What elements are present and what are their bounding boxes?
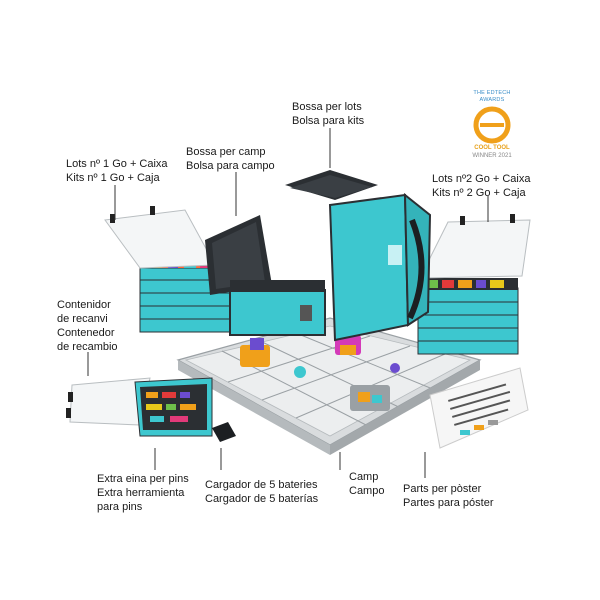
award-logo xyxy=(473,106,511,144)
label-pin-tool-3: para pins xyxy=(97,501,143,513)
pin-tool xyxy=(212,422,236,442)
label-poster-es: Partes para póster xyxy=(403,497,494,509)
award-line2: AWARDS xyxy=(479,97,505,103)
label-bag-kits-ca: Bossa per lots xyxy=(292,101,362,113)
award-line4: WINNER 2021 xyxy=(472,153,512,159)
label-spare-3: Contenedor xyxy=(57,327,115,339)
label-kits2-es: Kits nº 2 Go + Caja xyxy=(432,187,526,199)
label-kits2-ca: Lots nº2 Go + Caixa xyxy=(432,173,531,185)
spare-container xyxy=(66,377,213,437)
label-charger-es: Cargador de 5 baterías xyxy=(205,493,319,505)
label-spare: Contenidor de recanvi Contenedor de reca… xyxy=(57,298,118,354)
label-bag-field: Bossa per camp Bolsa para campo xyxy=(186,145,275,173)
label-field-es: Campo xyxy=(349,485,385,497)
award-line3: COOL TOOL xyxy=(474,145,510,151)
field-bag xyxy=(205,215,326,336)
label-spare-4: de recambio xyxy=(57,341,118,353)
leader-lines xyxy=(87,128,489,478)
label-spare-2: de recanvi xyxy=(57,313,108,325)
kit-stack-right xyxy=(417,214,531,355)
label-spare-1: Contenidor xyxy=(57,299,111,311)
label-bag-kits-es: Bolsa para kits xyxy=(292,115,365,127)
label-field: Camp Campo xyxy=(349,470,384,498)
label-poster-ca: Parts per pòster xyxy=(403,483,482,495)
label-charger: Cargador de 5 bateries Cargador de 5 bat… xyxy=(205,478,318,506)
kit-stack-left xyxy=(104,206,231,333)
label-bag-field-ca: Bossa per camp xyxy=(186,146,266,158)
award-badge: THE EDTECH AWARDS COOL TOOL WINNER 2021 xyxy=(452,90,532,170)
label-kits2: Lots nº2 Go + Caixa Kits nº 2 Go + Caja xyxy=(432,172,531,200)
poster xyxy=(429,367,529,449)
label-poster: Parts per pòster Partes para póster xyxy=(403,482,494,510)
label-charger-ca: Cargador de 5 bateries xyxy=(205,479,318,491)
label-pin-tool-2: Extra herramienta xyxy=(97,487,185,499)
label-bag-field-es: Bolsa para campo xyxy=(186,160,275,172)
label-pin-tool: Extra eina per pins Extra herramienta pa… xyxy=(97,472,189,514)
label-kits1-ca: Lots nº 1 Go + Caixa xyxy=(66,158,168,170)
kit-bag xyxy=(285,170,432,342)
label-kits1: Lots nº 1 Go + Caixa Kits nº 1 Go + Caja xyxy=(66,157,168,185)
robots xyxy=(240,335,400,411)
label-bag-kits: Bossa per lots Bolsa para kits xyxy=(292,100,364,128)
label-kits1-es: Kits nº 1 Go + Caja xyxy=(66,172,160,184)
label-pin-tool-1: Extra eina per pins xyxy=(97,473,189,485)
award-line1: THE EDTECH xyxy=(473,90,511,96)
label-field-ca: Camp xyxy=(349,471,379,483)
